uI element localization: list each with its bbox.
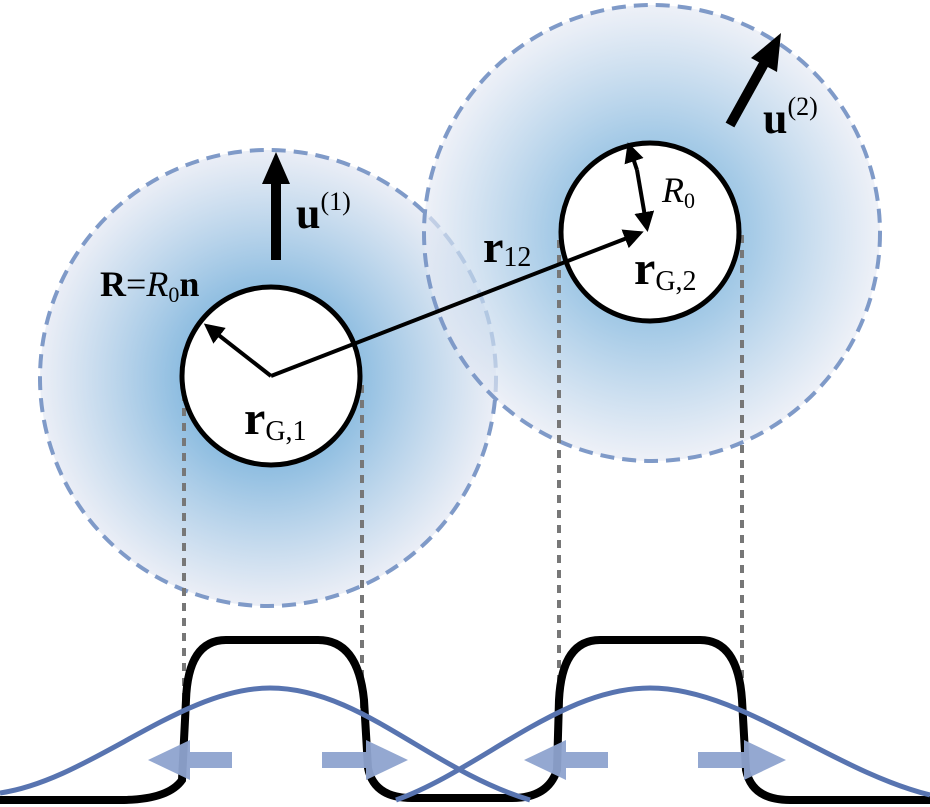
core-particle-2 — [558, 140, 742, 324]
R0-label: R0 — [661, 170, 695, 213]
force-arrow-1-right — [322, 740, 408, 780]
rG2-label: rG,2 — [634, 242, 697, 297]
force-arrow-2-left — [524, 740, 608, 780]
cloud-profile-curve-1 — [0, 685, 531, 803]
guide-lines — [182, 235, 744, 708]
R-vector-arrow — [203, 323, 273, 378]
u2-velocity-arrow — [725, 57, 771, 128]
force-arrows — [148, 740, 786, 780]
core-profile-curve — [0, 636, 930, 804]
R0-radius-arrow — [624, 142, 644, 171]
r12-label: r12 — [483, 221, 531, 273]
force-arrow-2-right — [698, 740, 786, 780]
u2-velocity-arrowhead — [751, 33, 781, 72]
R-vector-label: R=R0n — [100, 264, 199, 307]
force-arrow-1-left — [148, 740, 232, 780]
r12-vector-arrow — [270, 229, 644, 378]
u1-velocity-arrowhead — [262, 152, 290, 184]
u2-label: u(2) — [763, 92, 818, 143]
cloud-profile-curve-2 — [395, 685, 930, 803]
rG1-label: rG,1 — [244, 392, 307, 447]
u1-label: u(1) — [296, 187, 351, 238]
R0-radius-arrow-lower — [634, 169, 655, 232]
